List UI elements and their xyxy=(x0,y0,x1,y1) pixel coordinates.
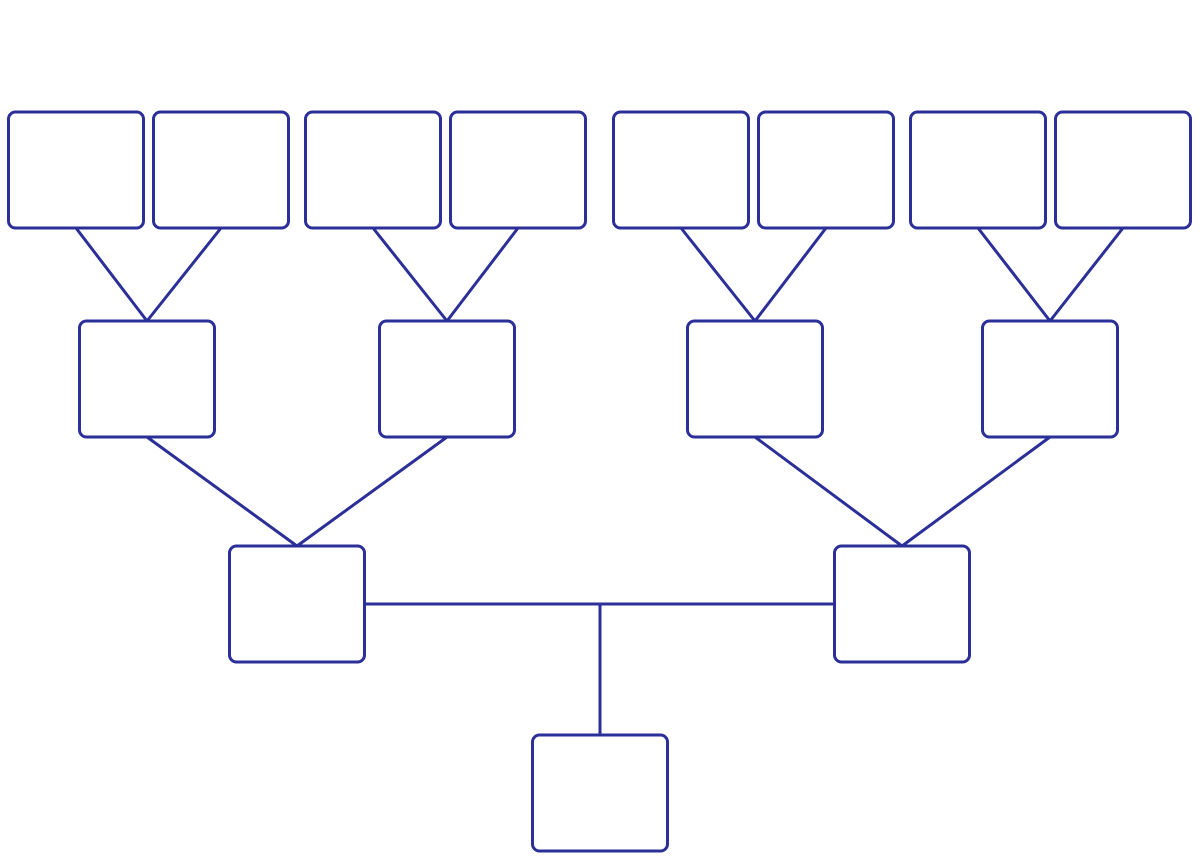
box-frame xyxy=(612,110,750,230)
person-box-gen2-2[interactable] xyxy=(833,544,971,664)
person-box-gen3-1[interactable] xyxy=(78,319,216,439)
connector-gen4-2-to-gen3-1 xyxy=(145,226,223,323)
person-box-gen3-3[interactable] xyxy=(686,319,824,439)
box-frame xyxy=(757,110,895,230)
box-frame xyxy=(78,319,216,439)
connector-gen4-7-to-gen3-4 xyxy=(976,226,1052,323)
box-frame xyxy=(833,544,971,664)
person-box-gen4-3[interactable] xyxy=(304,110,442,230)
person-box-gen1-1[interactable] xyxy=(531,733,669,853)
connector-lines xyxy=(74,226,1125,737)
box-frame xyxy=(449,110,587,230)
tree-boxes xyxy=(7,110,1192,853)
connector-gen4-5-to-gen3-3 xyxy=(679,226,757,323)
box-frame xyxy=(686,319,824,439)
box-frame xyxy=(378,319,516,439)
box-frame xyxy=(1054,110,1192,230)
box-frame xyxy=(304,110,442,230)
box-frame xyxy=(152,110,290,230)
person-box-gen3-4[interactable] xyxy=(981,319,1119,439)
person-box-gen4-2[interactable] xyxy=(152,110,290,230)
person-box-gen4-8[interactable] xyxy=(1054,110,1192,230)
connector-gen4-3-to-gen3-2 xyxy=(371,226,449,323)
person-box-gen4-4[interactable] xyxy=(449,110,587,230)
connector-gen4-1-to-gen3-1 xyxy=(74,226,149,323)
person-box-gen4-5[interactable] xyxy=(612,110,750,230)
box-frame xyxy=(909,110,1047,230)
person-box-gen4-7[interactable] xyxy=(909,110,1047,230)
connector-gen4-6-to-gen3-3 xyxy=(753,226,828,323)
box-frame xyxy=(7,110,145,230)
person-box-gen3-2[interactable] xyxy=(378,319,516,439)
person-box-gen2-1[interactable] xyxy=(228,544,366,664)
person-box-gen4-6[interactable] xyxy=(757,110,895,230)
connector-gen4-4-to-gen3-2 xyxy=(445,226,520,323)
connector-gen3-1-to-gen2-1 xyxy=(145,435,299,548)
box-frame xyxy=(981,319,1119,439)
box-frame xyxy=(228,544,366,664)
connector-gen3-2-to-gen2-1 xyxy=(295,435,449,548)
box-frame xyxy=(531,733,669,853)
connector-gen3-3-to-gen2-2 xyxy=(753,435,904,548)
connector-gen3-4-to-gen2-2 xyxy=(900,435,1052,548)
person-box-gen4-1[interactable] xyxy=(7,110,145,230)
connector-gen4-8-to-gen3-4 xyxy=(1048,226,1125,323)
